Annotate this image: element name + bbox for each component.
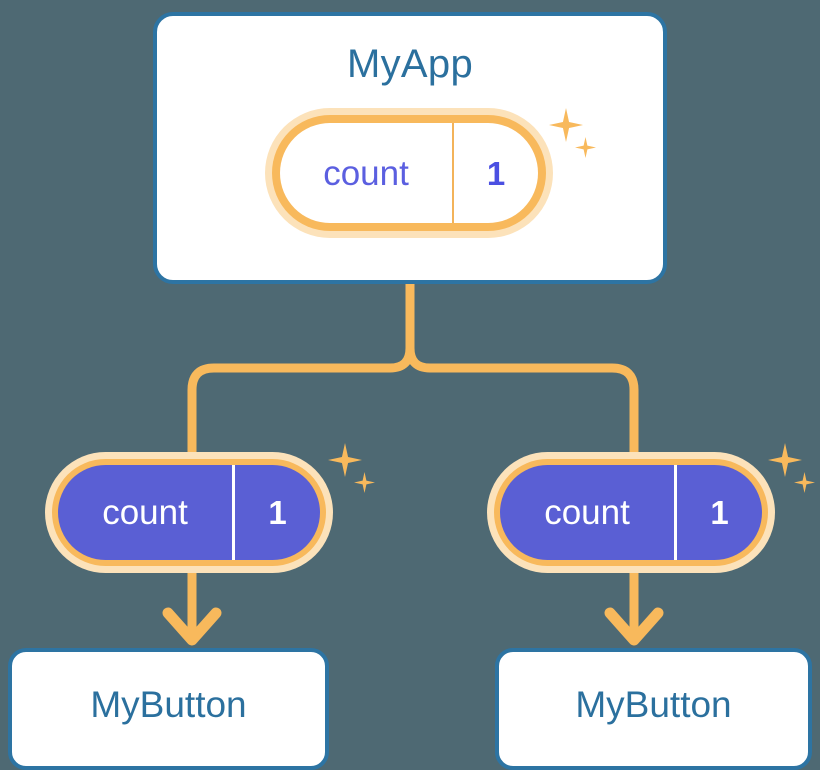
arrow-left bbox=[162, 566, 222, 646]
state-key-label: count bbox=[544, 493, 630, 532]
connector-left-branch bbox=[187, 279, 415, 457]
pill-core: count 1 bbox=[280, 123, 538, 223]
state-value-label: 1 bbox=[674, 465, 762, 560]
sparkle-icon-large bbox=[328, 443, 362, 477]
component-box-mybutton-right[interactable]: MyButton bbox=[495, 648, 812, 770]
sparkle-icon-small bbox=[354, 472, 375, 493]
sparkle-icon-large bbox=[768, 443, 802, 477]
state-value-label: 1 bbox=[232, 465, 320, 560]
sparkle-icon-small bbox=[794, 472, 815, 493]
state-key-label: count bbox=[323, 153, 409, 193]
state-pill-myapp[interactable]: count 1 bbox=[265, 108, 553, 238]
state-key-label: count bbox=[102, 493, 188, 532]
pill-core: count 1 bbox=[58, 465, 320, 560]
state-pill-mybutton-left[interactable]: count 1 bbox=[45, 452, 333, 573]
component-title-mybutton-left: MyButton bbox=[90, 683, 247, 725]
arrow-right bbox=[604, 566, 664, 646]
state-value-label: 1 bbox=[452, 123, 538, 223]
state-pill-mybutton-right[interactable]: count 1 bbox=[487, 452, 775, 573]
pill-core: count 1 bbox=[500, 465, 762, 560]
component-title-myapp: MyApp bbox=[347, 42, 473, 86]
component-title-mybutton-right: MyButton bbox=[575, 683, 732, 725]
component-box-mybutton-left[interactable]: MyButton bbox=[8, 648, 329, 770]
